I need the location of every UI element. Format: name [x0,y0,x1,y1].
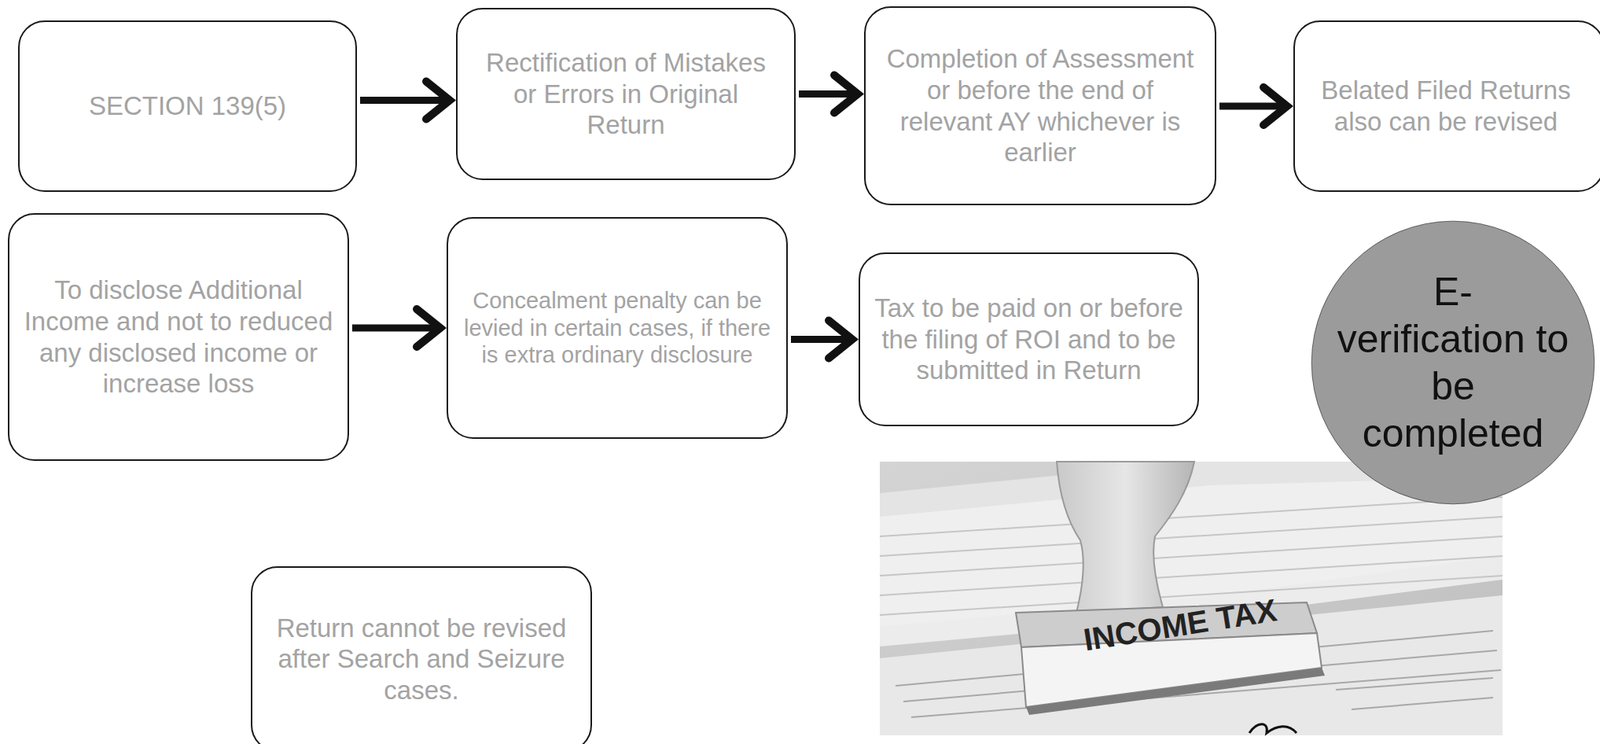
circle-outline [1309,219,1597,506]
process-box: Belated Filed Returns also can be revise… [1293,20,1600,192]
process-box: SECTION 139(5) [18,20,357,192]
text-group: SECTION 139(5) [88,90,287,122]
process-box: Completion of Assessment or before the e… [864,6,1217,206]
text-group: Concealment penalty can be levied in cer… [462,286,773,369]
node-text: SECTION 139(5) [88,90,287,122]
flow-arrow [790,320,853,359]
flow-arrow [352,308,441,347]
flow-arrow [798,75,858,114]
arrow-head [828,320,853,359]
text-group: Completion of Assessment or before the e… [879,43,1201,168]
text-group: Tax to be paid on or before the filing o… [874,292,1184,387]
arrow-head [416,308,441,347]
node-text: Completion of Assessment or before the e… [879,43,1201,168]
arrow-head [834,75,858,114]
node-text: Return cannot be revised after Search an… [266,612,577,707]
arrow-head [1263,87,1288,126]
step-circle: E- verification to be completed [1309,219,1597,506]
process-box: Rectification of Mistakes or Errors in O… [456,7,796,181]
income-tax-stamp-illustration [879,461,1503,736]
node-text: To disclose Additional Income and not to… [23,274,334,399]
node-text: Rectification of Mistakes or Errors in O… [471,47,780,141]
text-group: Belated Filed Returns also can be revise… [1309,74,1583,137]
node-text: Belated Filed Returns also can be revise… [1309,74,1583,137]
process-box: Return cannot be revised after Search an… [250,566,593,744]
flow-arrow [360,81,450,120]
process-box: Concealment penalty can be levied in cer… [446,217,788,439]
process-box: To disclose Additional Income and not to… [7,213,350,461]
process-box: Tax to be paid on or before the filing o… [858,252,1200,427]
arrow-head [426,81,450,120]
node-text: Tax to be paid on or before the filing o… [874,292,1184,387]
node-text: E- verification to be completed [1335,268,1571,457]
node-text: Concealment penalty can be levied in cer… [462,286,773,369]
text-group: Return cannot be revised after Search an… [266,612,577,707]
text-group: To disclose Additional Income and not to… [23,274,334,399]
text-group: Rectification of Mistakes or Errors in O… [471,47,780,141]
flow-arrow [1219,87,1288,126]
text-group: E- verification to be completed [1335,268,1571,457]
